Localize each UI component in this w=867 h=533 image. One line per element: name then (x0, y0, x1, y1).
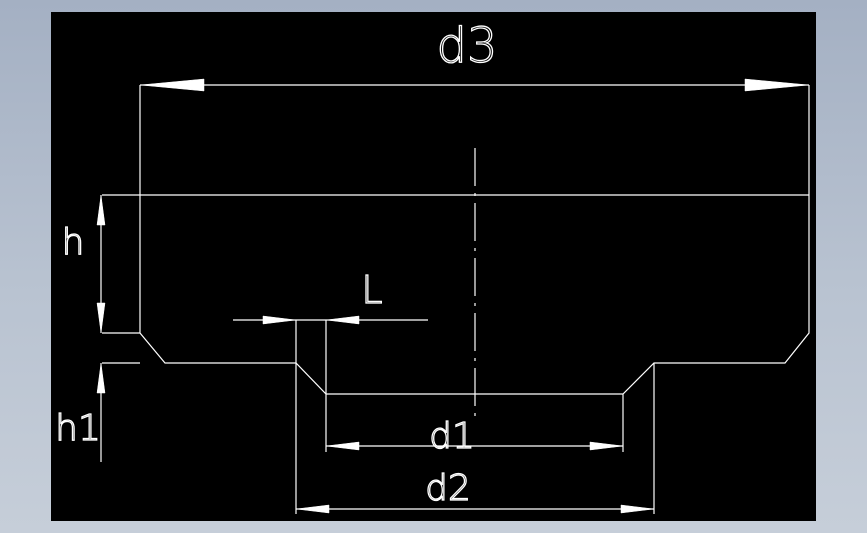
label-h1: h1 (55, 408, 101, 449)
d3-right-arrowhead (744, 78, 810, 92)
label-h: h (62, 222, 85, 263)
d2-left-arrowhead (295, 504, 330, 514)
L-right-arrowhead (325, 315, 360, 325)
L-left-arrowhead (262, 315, 297, 325)
label-d2: d2 (425, 468, 471, 509)
h-bottom-arrowhead (96, 302, 106, 334)
drawing-canvas (51, 12, 816, 521)
d3-left-arrowhead (139, 78, 205, 92)
d2-right-arrowhead (620, 504, 655, 514)
label-d3: d3 (436, 18, 497, 74)
h-top-arrowhead (96, 194, 106, 226)
d1-left-arrowhead (325, 441, 360, 451)
label-d1: d1 (429, 416, 475, 457)
d1-right-arrowhead (589, 441, 624, 451)
label-L: L (361, 268, 382, 312)
